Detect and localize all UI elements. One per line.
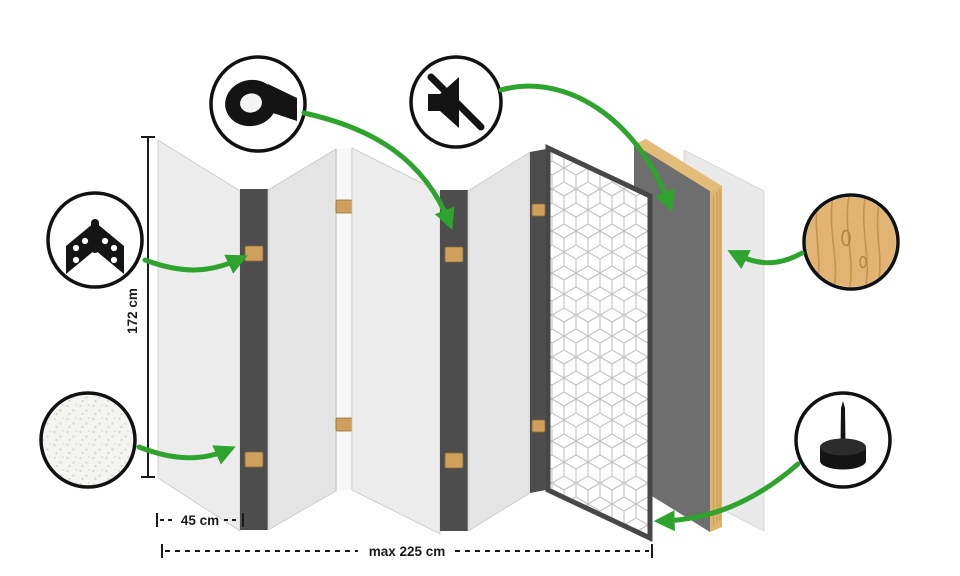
panel-4: [467, 151, 531, 532]
hinge-band-1: [240, 189, 268, 530]
hinge-badge: [46, 191, 144, 289]
mute-badge: [409, 55, 503, 149]
hinge-block: [335, 417, 353, 432]
panel-edge-strip: [530, 149, 546, 493]
folding-screen: [157, 139, 546, 535]
wood-badge: [802, 193, 900, 291]
soundproofing-panel: [634, 139, 722, 532]
hinge-block: [444, 246, 464, 263]
arrow-mute: [498, 83, 675, 212]
hinge-band-2: [440, 190, 468, 531]
hinge-block: [244, 451, 264, 468]
panel-1: [157, 139, 241, 532]
height-dimension-label: 172 cm: [125, 288, 140, 334]
hinge-block: [531, 419, 546, 433]
hinge-block: [444, 452, 464, 469]
arrow-wood: [727, 250, 805, 269]
tape-icon: [225, 79, 297, 127]
wood-texture-icon: [815, 197, 881, 287]
wood-frame-edge: [710, 186, 722, 532]
panel-2: [267, 148, 337, 531]
patterned-panel: [545, 144, 653, 542]
arrow-tape: [301, 110, 455, 230]
panel-3: [351, 147, 441, 535]
hinge-block: [244, 245, 264, 262]
arrow-fleece: [136, 444, 236, 465]
muted-speaker-icon: [427, 73, 485, 131]
cube-pattern: [548, 148, 650, 538]
fleece-badge: [39, 391, 137, 489]
foot-pin-icon: [820, 401, 866, 470]
wood-frame-top: [634, 139, 722, 191]
arrow-foot: [653, 461, 801, 532]
panel-width-dimension: 45 cm: [156, 513, 244, 528]
fleece-texture-icon: [43, 395, 133, 485]
foot-badge: [794, 391, 892, 489]
hinge-block: [335, 199, 353, 214]
tape-badge: [209, 55, 307, 153]
height-dimension: 172 cm: [125, 136, 155, 478]
total-width-label: max 225 cm: [369, 544, 446, 559]
hinge-icon: [66, 219, 124, 274]
panel-width-label: 45 cm: [181, 513, 219, 528]
hinge-block: [531, 203, 546, 217]
total-width-dimension: max 225 cm: [161, 544, 653, 559]
arrow-hinge: [142, 254, 248, 274]
fold-gap: [335, 148, 353, 491]
